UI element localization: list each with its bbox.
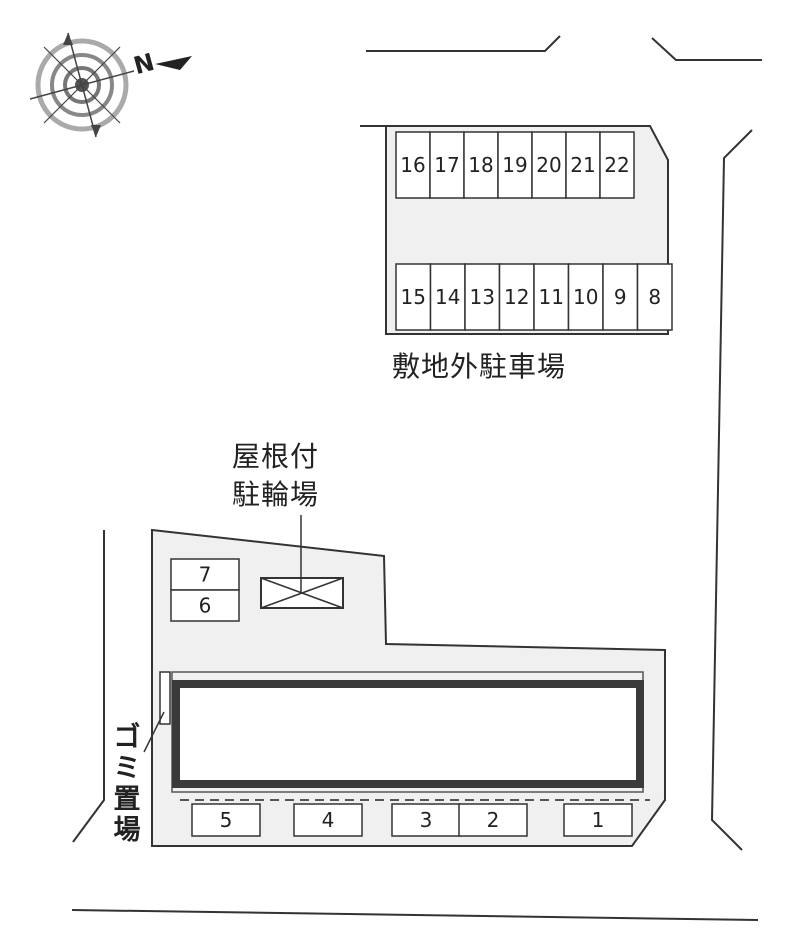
garbage-line4: 場 [113,815,141,846]
stall-3-number: 3 [420,808,433,832]
stall-1-number: 1 [592,808,605,832]
bike-parking-line1: 屋根付 [232,440,320,473]
stall-20-number: 20 [536,153,561,177]
stall-13-number: 13 [470,285,495,309]
garbage-line1: ゴ [113,722,141,753]
road-left [72,530,105,843]
stall-2: 2 [458,803,528,837]
stall-9: 9 [602,263,639,331]
stall-16: 16 [395,131,431,199]
stall-17: 17 [429,131,465,199]
bike-parking-line2: 駐輪場 [232,478,320,511]
stall-21: 21 [565,131,601,199]
garbage-area-label: ゴ ミ 置 場 [110,722,144,846]
stall-4-number: 4 [322,808,335,832]
road-right-upper [710,129,753,851]
stall-12-number: 12 [504,285,529,309]
garbage-line3: 置 [113,784,141,815]
stall-7-number: 7 [199,563,212,587]
stall-11: 11 [533,263,570,331]
bike-parking-symbol [260,515,344,609]
stall-18: 18 [463,131,499,199]
garbage-box [159,671,171,725]
stall-2-number: 2 [487,808,500,832]
stall-10: 10 [567,263,604,331]
compass-icon [29,32,135,138]
road-top-right [651,37,762,61]
stall-21-number: 21 [570,153,595,177]
garbage-line2: ミ [113,753,141,784]
stall-10-number: 10 [573,285,598,309]
stall-19: 19 [497,131,533,199]
stall-22-number: 22 [604,153,629,177]
road-lines [71,35,762,921]
stall-14-number: 14 [435,285,460,309]
stall-8: 8 [636,263,673,331]
stall-5-number: 5 [220,808,233,832]
stall-14: 14 [429,263,466,331]
stall-16-number: 16 [400,153,425,177]
stall-7: 7 [170,558,240,591]
stall-12: 12 [498,263,535,331]
stall-6: 6 [170,589,240,622]
stall-13: 13 [464,263,501,331]
stall-17-number: 17 [434,153,459,177]
garbage-leader [143,711,165,753]
stall-1: 1 [563,803,633,837]
stall-5: 5 [191,803,261,837]
stall-18-number: 18 [468,153,493,177]
stall-20: 20 [531,131,567,199]
stall-4: 4 [293,803,363,837]
north-arrow-icon [155,56,192,70]
road-top-left [366,35,561,52]
road-bottom [71,909,759,921]
stall-19-number: 19 [502,153,527,177]
stall-3: 3 [391,803,461,837]
stall-15-number: 15 [401,285,426,309]
building [172,680,644,788]
bike-parking-label: 屋根付 駐輪場 [232,438,319,514]
offsite-parking-label: 敷地外駐車場 [392,350,567,383]
stall-15: 15 [395,263,432,331]
stall-11-number: 11 [539,285,564,309]
stall-9-number: 9 [614,285,627,309]
stall-6-number: 6 [199,594,212,618]
stall-8-number: 8 [648,285,661,309]
stall-22: 22 [599,131,635,199]
